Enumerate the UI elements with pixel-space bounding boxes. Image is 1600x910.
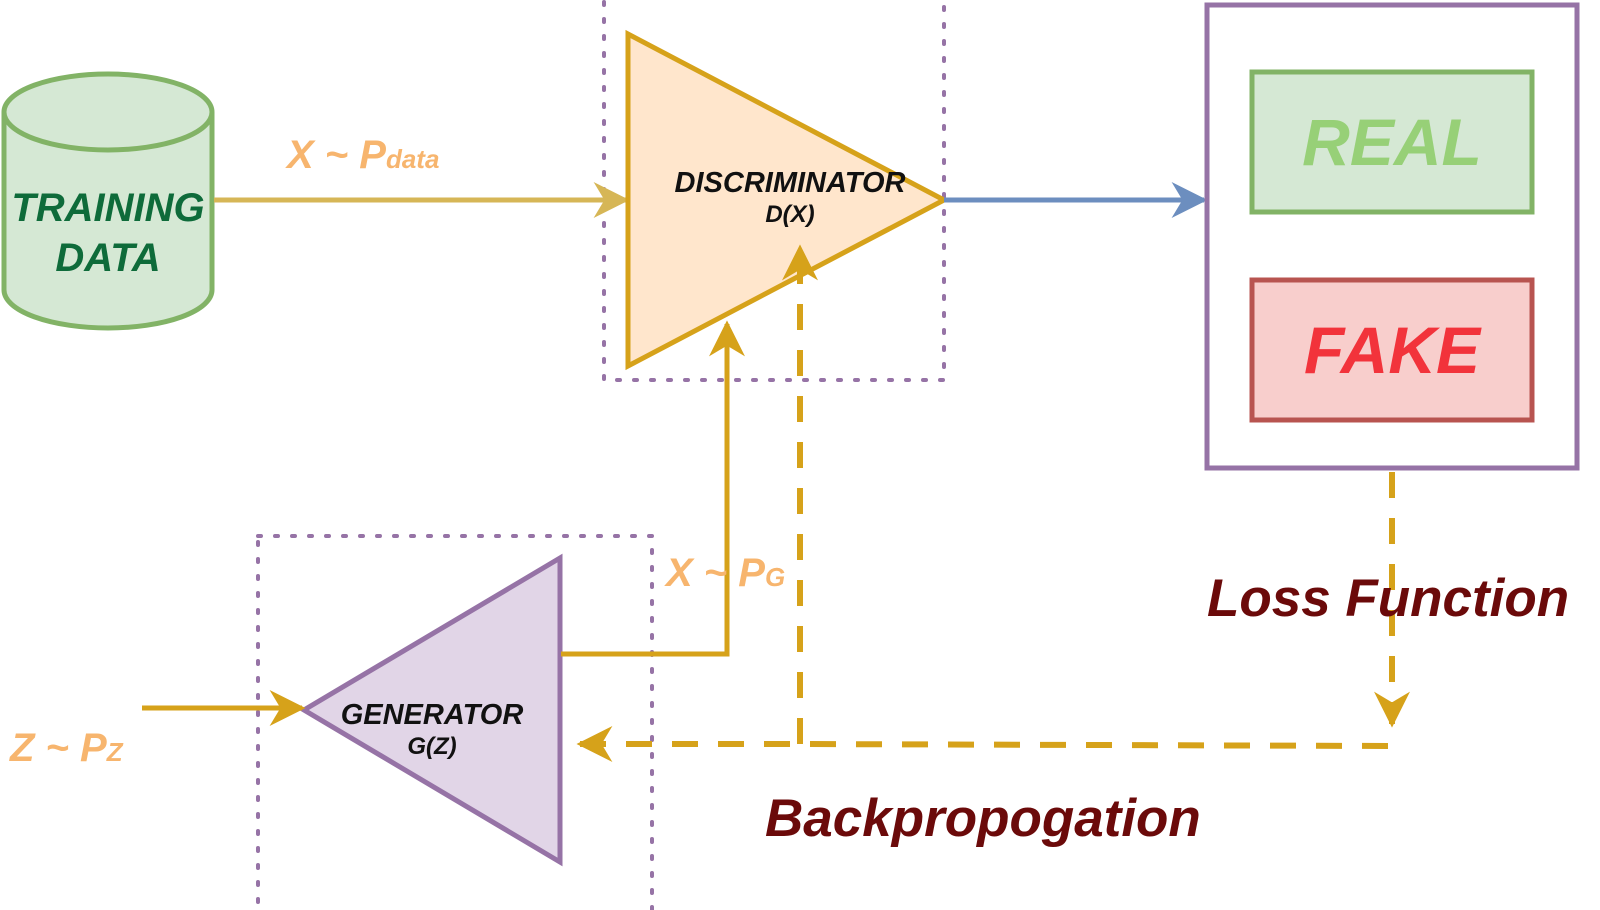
fake-output-box [1249, 277, 1535, 423]
backprop-line [576, 726, 1389, 762]
generated-sample-label: X ~ PG [666, 553, 785, 593]
training-data-cylinder [1, 71, 215, 331]
fake-output-label: FAKE [1303, 313, 1481, 387]
discriminator-shape [625, 29, 950, 371]
real-sample-main: X ~ P [287, 133, 386, 177]
generator-formula: G(Z) [407, 732, 457, 760]
backprop-label: Backpropogation [765, 789, 1201, 848]
noise-label: Z ~ PZ [10, 728, 123, 768]
real-output-label: REAL [1302, 105, 1482, 179]
discriminator-boundary [602, 0, 946, 382]
noise-sub: Z [106, 737, 123, 767]
discriminator-formula: D(X) [765, 200, 815, 228]
generated-sample-arrow [561, 320, 745, 657]
training-data-line2: DATA [55, 236, 161, 280]
training-data-label: TRAINING DATA [0, 183, 216, 283]
generated-sample-sub: G [764, 562, 786, 592]
generated-sample-main: X ~ P [666, 551, 765, 595]
generator-label: GENERATOR G(Z) [316, 698, 548, 762]
discriminator-label: DISCRIMINATOR D(X) [640, 166, 940, 230]
loss-function-label: Loss Function [1207, 569, 1570, 628]
generator-shape [299, 553, 563, 867]
real-sample-label: X ~ Pdata [287, 135, 439, 175]
generator-boundary [256, 534, 654, 910]
real-sample-sub: data [385, 144, 440, 174]
noise-main: Z ~ P [10, 726, 107, 770]
generator-title: GENERATOR [340, 699, 524, 731]
training-data-line1: TRAINING [11, 186, 205, 230]
real-output-box [1249, 69, 1535, 215]
discriminator-title: DISCRIMINATOR [674, 167, 906, 199]
